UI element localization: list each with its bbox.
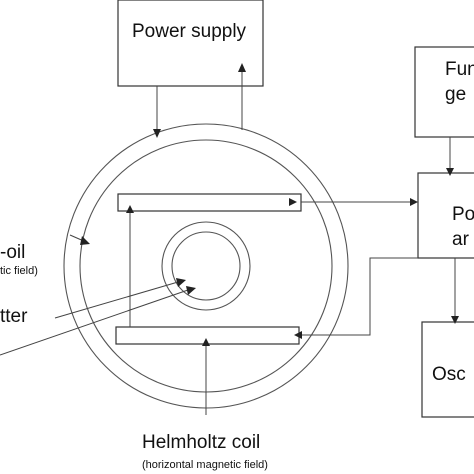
coil-to-power-arrowhead [238, 63, 246, 72]
power-amplifier-box [417, 172, 474, 259]
vertical-coil-sublabel: tic field) [0, 265, 38, 277]
power-supply-block: Power supply [117, 0, 264, 87]
center-pointer-arrowhead-2 [186, 286, 196, 295]
helmholtz-coil-label: Helmholtz coil [142, 432, 260, 453]
amp-to-oscilloscope-arrowhead [451, 316, 459, 324]
center-pointer-line-1 [54, 281, 179, 319]
power-amplifier-block: Po ar [417, 172, 474, 259]
center-label: tter [0, 306, 28, 327]
return-wire-arrowhead [294, 331, 302, 339]
function-generator-box [414, 46, 474, 138]
center-pointer-arrowhead-1 [176, 278, 186, 287]
amp-to-helmholtz-return-wire [300, 257, 418, 336]
function-generator-label-line1: Fun [445, 59, 474, 80]
power-amplifier-label-line1: Po [452, 204, 474, 225]
top-bar-arrowhead [289, 198, 297, 206]
helmholtz-to-amp-arrowhead [410, 198, 418, 206]
power-supply-label: Power supply [132, 21, 247, 42]
sample-outer-ring [161, 221, 251, 311]
function-generator-label-line2: ge [445, 84, 466, 105]
helmholtz-pointer-arrowhead [202, 338, 210, 346]
function-generator-block: Fun ge [414, 46, 474, 138]
oscilloscope-box [421, 321, 474, 418]
outer-coil-pointer-arrowhead [80, 236, 90, 245]
power-to-coil-arrowhead [153, 129, 161, 138]
power-supply-box [117, 0, 264, 87]
connector-up-arrowhead [126, 205, 134, 213]
helmholtz-coil-top-bar [117, 193, 302, 212]
generator-to-amp-arrowhead [446, 168, 454, 176]
oscilloscope-label: Osc [432, 364, 466, 385]
sample-inner-ring [171, 231, 241, 301]
oscilloscope-block: Osc [421, 321, 474, 418]
power-amplifier-label-line2: ar [452, 229, 470, 250]
center-pointer-line-2 [0, 289, 189, 356]
vertical-coil-label: -oil [0, 242, 25, 263]
helmholtz-coil-sublabel: (horizontal magnetic field) [142, 459, 268, 471]
